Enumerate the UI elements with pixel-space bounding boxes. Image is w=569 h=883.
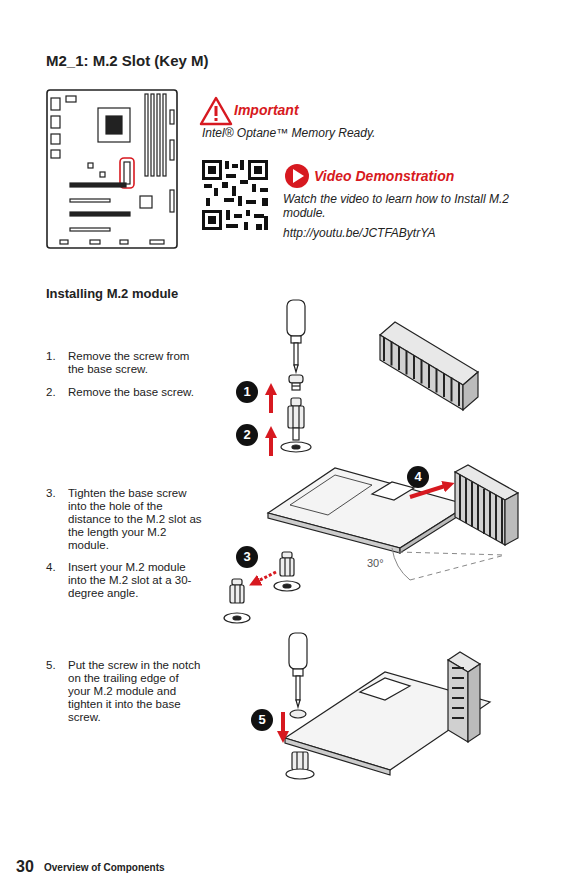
- video-heading: Video Demonstration: [314, 168, 514, 184]
- m2-slot: [448, 652, 480, 742]
- callout-circle: [407, 466, 429, 488]
- video-url: http://youtu.be/JCTFABytrYA: [283, 226, 523, 240]
- callout-text: 1: [236, 381, 258, 403]
- step-text: Insert your M.2 module into the M.2 slot…: [68, 561, 203, 600]
- callout-circle: [236, 424, 258, 446]
- step-number: 4.: [46, 561, 66, 574]
- video-text: Watch the video to learn how to Install …: [283, 192, 521, 220]
- callout-circle: [236, 546, 258, 568]
- base-screw: [281, 398, 311, 452]
- base-screw: [224, 552, 300, 623]
- screw: [290, 710, 306, 718]
- step-text: Tighten the base screw into the hole of …: [68, 487, 203, 552]
- step-number: 1.: [46, 350, 66, 363]
- play-icon: [285, 164, 309, 188]
- m2-module: [268, 468, 468, 553]
- angle-mark: [392, 548, 505, 580]
- callout-text: 4: [407, 466, 429, 488]
- angle-label: 30°: [367, 557, 407, 569]
- callout-number: 4: [407, 466, 429, 488]
- motherboard-map: [47, 90, 177, 248]
- callout-circle: [251, 709, 273, 731]
- page-number: 30: [16, 858, 46, 876]
- m2-slot: [455, 465, 518, 545]
- move-arrow: [258, 572, 276, 581]
- m2-slot: [380, 322, 478, 410]
- callout-text: 2: [236, 424, 258, 446]
- step-number: 3.: [46, 487, 66, 500]
- footer-text: Overview of Components: [44, 862, 244, 873]
- notice-text: Intel® Optane™ Memory Ready.: [202, 126, 522, 140]
- screw: [289, 375, 303, 390]
- warning-icon: [201, 98, 231, 124]
- callout-circle: [236, 381, 258, 403]
- step-number: 5.: [46, 659, 66, 672]
- screwdriver: [287, 300, 305, 372]
- step-text: Put the screw in the notch on the traili…: [68, 659, 203, 724]
- screwdriver: [289, 633, 307, 707]
- page-title: M2_1: M.2 Slot (Key M): [46, 52, 446, 69]
- fasten-arrow: [283, 712, 284, 733]
- remove-arrows: [269, 393, 273, 456]
- section-heading: Installing M.2 module: [46, 286, 296, 301]
- step-text: Remove the base screw.: [68, 386, 203, 399]
- callout-number: 3: [236, 546, 258, 568]
- base-screw: [286, 752, 314, 779]
- callout-text: 3: [236, 546, 258, 568]
- callout-number: 5: [251, 709, 273, 731]
- callout-number: 2: [236, 424, 258, 446]
- notice-heading: Important: [234, 102, 374, 118]
- step-text: Remove the screw from the base screw.: [68, 350, 203, 376]
- callout-number: 1: [236, 381, 258, 403]
- qr-code: [204, 160, 269, 230]
- step-number: 2.: [46, 386, 66, 399]
- callout-text: 5: [251, 709, 273, 731]
